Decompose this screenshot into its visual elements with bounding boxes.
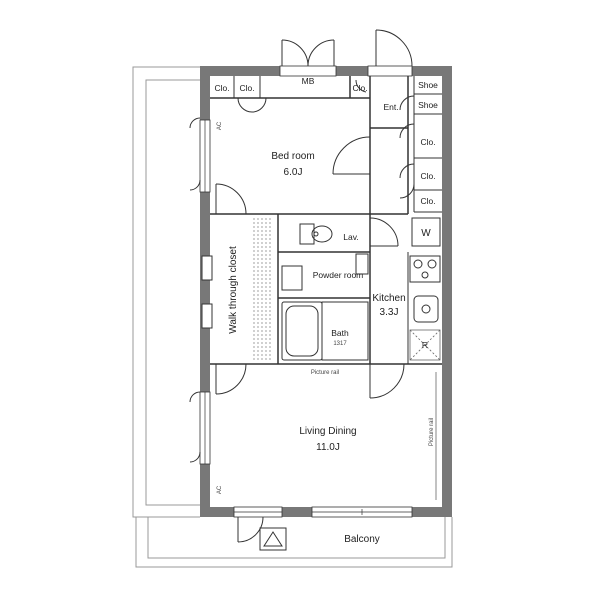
kitchen-counter — [407, 252, 441, 364]
powder-room-label: Powder room — [313, 270, 364, 280]
toilet — [299, 223, 333, 245]
bathtub — [281, 301, 369, 361]
interior-walls — [210, 76, 442, 365]
closet-label-1: Clo. — [214, 83, 229, 93]
balcony-label: Balcony — [344, 534, 380, 545]
closet-dividers — [233, 76, 442, 213]
lavatory-label: Lav. — [343, 232, 358, 242]
living-name: Living Dining — [299, 426, 356, 437]
washer — [411, 217, 441, 247]
closet-label-4: Clo. — [420, 137, 435, 147]
ac-label-living: AC — [217, 485, 223, 494]
window-lines — [204, 120, 412, 515]
terrace-outline — [132, 66, 453, 568]
mb-label: MB — [302, 76, 315, 86]
lavatory-sink — [355, 253, 369, 275]
ac-label-bedroom: AC — [217, 121, 223, 130]
bedroom-name: Bed room — [271, 151, 314, 162]
shoe-label-1: Shoe — [418, 80, 438, 90]
bath-size: 1317 — [333, 341, 347, 347]
closet-label-6: Clo. — [420, 196, 435, 206]
living-size: 11.0J — [316, 442, 340, 453]
closet-label-5: Clo. — [420, 171, 435, 181]
balcony-hatch — [259, 527, 287, 551]
entrance-label: Ent. — [383, 102, 398, 112]
shoe-label-2: Shoe — [418, 100, 438, 110]
powder-vanity — [281, 265, 303, 291]
closet-label-3: Clo. — [352, 83, 367, 93]
kitchen-name: Kitchen — [372, 293, 405, 304]
wic-windows — [201, 255, 213, 329]
washer-label: W — [421, 228, 431, 239]
bath-label: Bath — [331, 328, 349, 338]
picture-rail-label-2: Picture rail — [429, 418, 435, 446]
kitchen-size: 3.3J — [380, 307, 399, 318]
picture-rail-label-1: Picture rail — [311, 370, 339, 376]
doors — [189, 29, 415, 543]
refrigerator-label: R — [422, 340, 428, 350]
closet-rails — [253, 218, 271, 360]
walk-through-closet-label: Walk through closet — [228, 246, 239, 334]
refrigerator — [409, 329, 441, 361]
closet-label-2: Clo. — [239, 83, 254, 93]
bedroom-size: 6.0J — [284, 167, 303, 178]
